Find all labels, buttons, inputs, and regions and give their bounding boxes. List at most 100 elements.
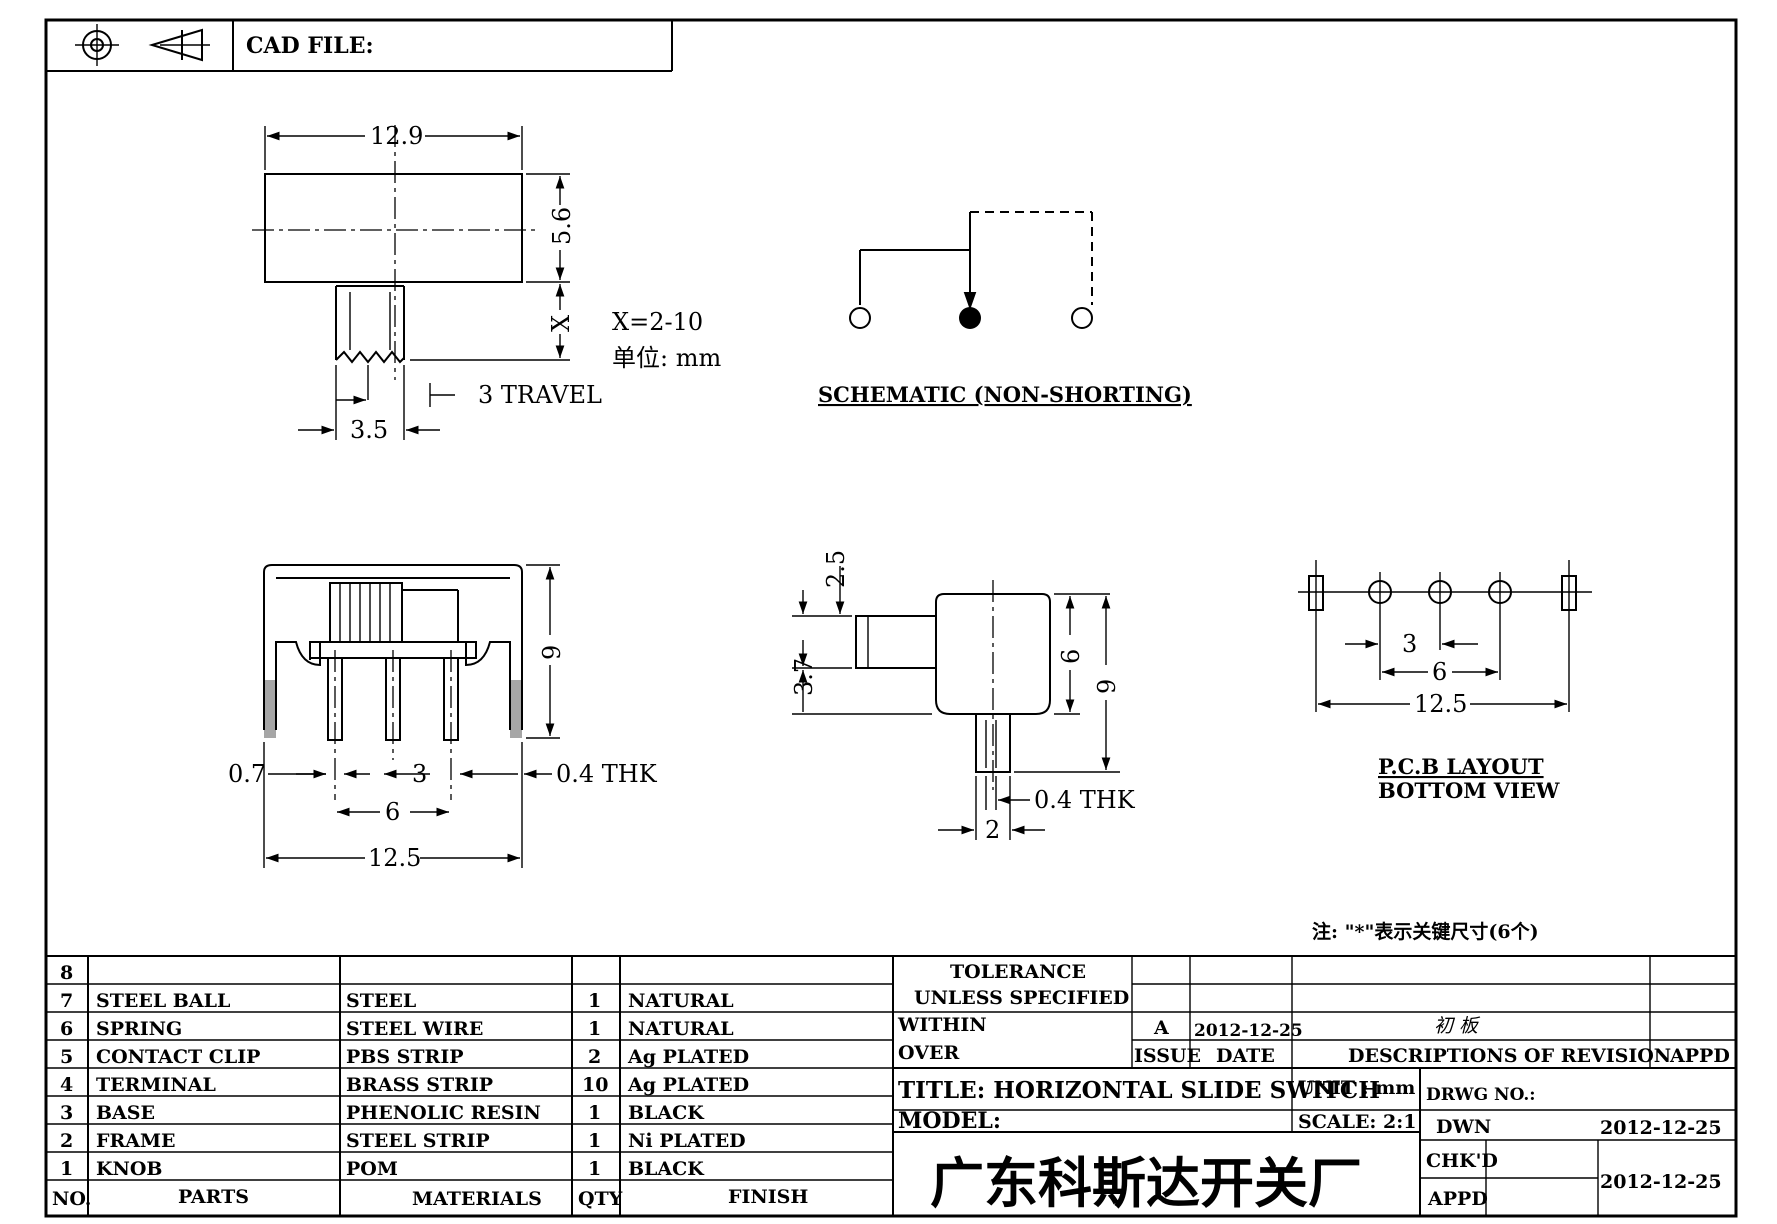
part-finish: BLACK — [628, 1102, 705, 1124]
part-finish: Ag PLATED — [627, 1074, 749, 1096]
pcb-layout: 3 6 12.5 P.C.B LAYOUT BOTTOM VIEW 注: "*"… — [1298, 560, 1592, 943]
x-range-label: X=2-10 — [612, 308, 703, 336]
header-no: NO. — [52, 1188, 91, 1210]
travel-label: 3 TRAVEL — [478, 381, 602, 409]
side-view: 2.5 3.7 6 9 0.4 THK 2 — [790, 550, 1136, 844]
header-qty: QTY — [578, 1188, 623, 1210]
side-pin-width-label: 2 — [985, 816, 1000, 844]
schematic-diagram: SCHEMATIC (NON-SHORTING) — [818, 211, 1192, 407]
part-no: 2 — [60, 1130, 73, 1152]
scale-label: SCALE: 2:1 — [1298, 1111, 1417, 1133]
tolerance-label: TOLERANCE — [950, 961, 1086, 983]
parts-row: 6 SPRING STEEL WIRE 1 NATURAL — [60, 1018, 734, 1040]
front-pitch-double-label: 6 — [385, 798, 400, 826]
part-no: 4 — [60, 1074, 73, 1096]
drawing-number-label: DRWG NO.: — [1426, 1085, 1536, 1105]
part-no: 6 — [60, 1018, 73, 1040]
part-no: 3 — [60, 1102, 73, 1124]
part-finish: BLACK — [628, 1158, 705, 1180]
pcb-subtitle: BOTTOM VIEW — [1378, 778, 1560, 803]
part-no: 8 — [60, 962, 73, 984]
unit-label: UNIT : mm — [1298, 1077, 1415, 1099]
parts-list-table: 8 7 STEEL BALL STEEL 1 NATURAL 6 SPRING … — [46, 955, 1736, 1216]
parts-row: 4 TERMINAL BRASS STRIP 10 Ag PLATED — [60, 1074, 749, 1096]
part-qty: 2 — [588, 1046, 601, 1068]
within-label: WITHIN — [897, 1014, 987, 1036]
part-material: POM — [346, 1158, 398, 1180]
issue-label: ISSUE — [1134, 1045, 1201, 1067]
pcb-pitch-double-label: 6 — [1432, 658, 1447, 686]
part-material: STEEL — [346, 990, 416, 1012]
part-qty: 1 — [588, 1158, 601, 1180]
header-materials: MATERIALS — [412, 1188, 542, 1210]
parts-row: 3 BASE PHENOLIC RESIN 1 BLACK — [60, 1102, 705, 1124]
front-view: 9 0.7 3 0.4 THK 6 12.5 — [228, 564, 658, 872]
pcb-title: P.C.B LAYOUT — [1378, 754, 1544, 779]
part-name: SPRING — [96, 1018, 182, 1040]
company-name: 广东科斯达开关厂 — [930, 1152, 1362, 1215]
projection-symbol-icon — [75, 24, 210, 66]
revision-description: 初 板 — [1434, 1015, 1481, 1037]
schematic-label: SCHEMATIC (NON-SHORTING) — [818, 382, 1192, 407]
header-parts: PARTS — [178, 1186, 249, 1208]
descriptions-label: DESCRIPTIONS OF REVISION — [1348, 1045, 1671, 1067]
sheet-border — [44, 18, 1738, 1218]
part-name: FRAME — [96, 1130, 176, 1152]
front-thickness-label: 0.4 THK — [556, 760, 658, 788]
front-pitch-label: 3 — [412, 760, 427, 788]
front-height-label: 9 — [538, 645, 566, 660]
over-label: OVER — [898, 1042, 959, 1064]
part-no: 1 — [60, 1158, 73, 1180]
parts-row: 2 FRAME STEEL STRIP 1 Ni PLATED — [60, 1130, 746, 1152]
knob-extension-label: X — [547, 315, 575, 332]
issue-value: A — [1153, 1017, 1169, 1039]
part-finish: Ag PLATED — [627, 1046, 749, 1068]
appd-label: APPD — [1669, 1045, 1730, 1067]
part-no: 5 — [60, 1046, 73, 1068]
part-finish: Ni PLATED — [628, 1130, 746, 1152]
chkd-label: CHK'D — [1426, 1150, 1498, 1172]
dwn-date: 2012-12-25 — [1600, 1117, 1722, 1139]
part-name: TERMINAL — [96, 1074, 216, 1096]
part-material: PBS STRIP — [346, 1046, 464, 1068]
dwn-label: DWN — [1436, 1116, 1491, 1138]
part-no: 7 — [60, 990, 73, 1012]
unless-specified-label: UNLESS SPECIFIED — [914, 987, 1129, 1009]
check-date: 2012-12-25 — [1600, 1171, 1722, 1193]
date-label: DATE — [1216, 1045, 1275, 1067]
title-block: TOLERANCE UNLESS SPECIFIED WITHIN OVER A… — [893, 956, 1736, 1216]
part-material: STEEL WIRE — [346, 1018, 483, 1040]
part-name: KNOB — [96, 1158, 163, 1180]
pin-width-label: 0.7 — [228, 760, 266, 788]
part-finish: NATURAL — [628, 1018, 734, 1040]
knob-width-label: 3.5 — [350, 416, 388, 444]
top-height-label: 5.6 — [548, 207, 576, 245]
part-name: CONTACT CLIP — [96, 1046, 260, 1068]
parts-row: 1 KNOB POM 1 BLACK — [60, 1158, 705, 1180]
side-total-height-label: 9 — [1093, 679, 1121, 694]
side-knob-dim-a-label: 2.5 — [822, 550, 850, 588]
approved-label: APPD — [1427, 1188, 1488, 1210]
side-knob-dim-b-label: 3.7 — [790, 658, 818, 696]
parts-row: 5 CONTACT CLIP PBS STRIP 2 Ag PLATED — [60, 1046, 749, 1068]
part-qty: 1 — [588, 1018, 601, 1040]
key-dimension-note: 注: "*"表示关键尺寸(6个) — [1312, 920, 1539, 943]
part-material: BRASS STRIP — [346, 1074, 493, 1096]
part-qty: 1 — [588, 1130, 601, 1152]
part-finish: NATURAL — [628, 990, 734, 1012]
unit-note-label: 单位: mm — [612, 344, 721, 372]
side-thickness-label: 0.4 THK — [1034, 786, 1136, 814]
drawing-title: TITLE: HORIZONTAL SLIDE SWITCH — [898, 1077, 1380, 1104]
parts-row: 7 STEEL BALL STEEL 1 NATURAL — [60, 990, 734, 1012]
part-material: STEEL STRIP — [346, 1130, 490, 1152]
part-qty: 1 — [588, 1102, 601, 1124]
part-name: STEEL BALL — [96, 990, 230, 1012]
cad-file-label: CAD FILE: — [246, 33, 374, 59]
top-width-label: 12.9 — [370, 122, 423, 150]
top-view: 12.9 5.6 X X=2-10 单位: mm 3 TRAVEL 3.5 — [252, 122, 721, 444]
parts-header-row: NO. PARTS MATERIALS QTY FINISH — [52, 1186, 808, 1210]
part-name: BASE — [96, 1102, 155, 1124]
part-qty: 10 — [582, 1074, 608, 1096]
issue-date: 2012-12-25 — [1194, 1021, 1303, 1041]
